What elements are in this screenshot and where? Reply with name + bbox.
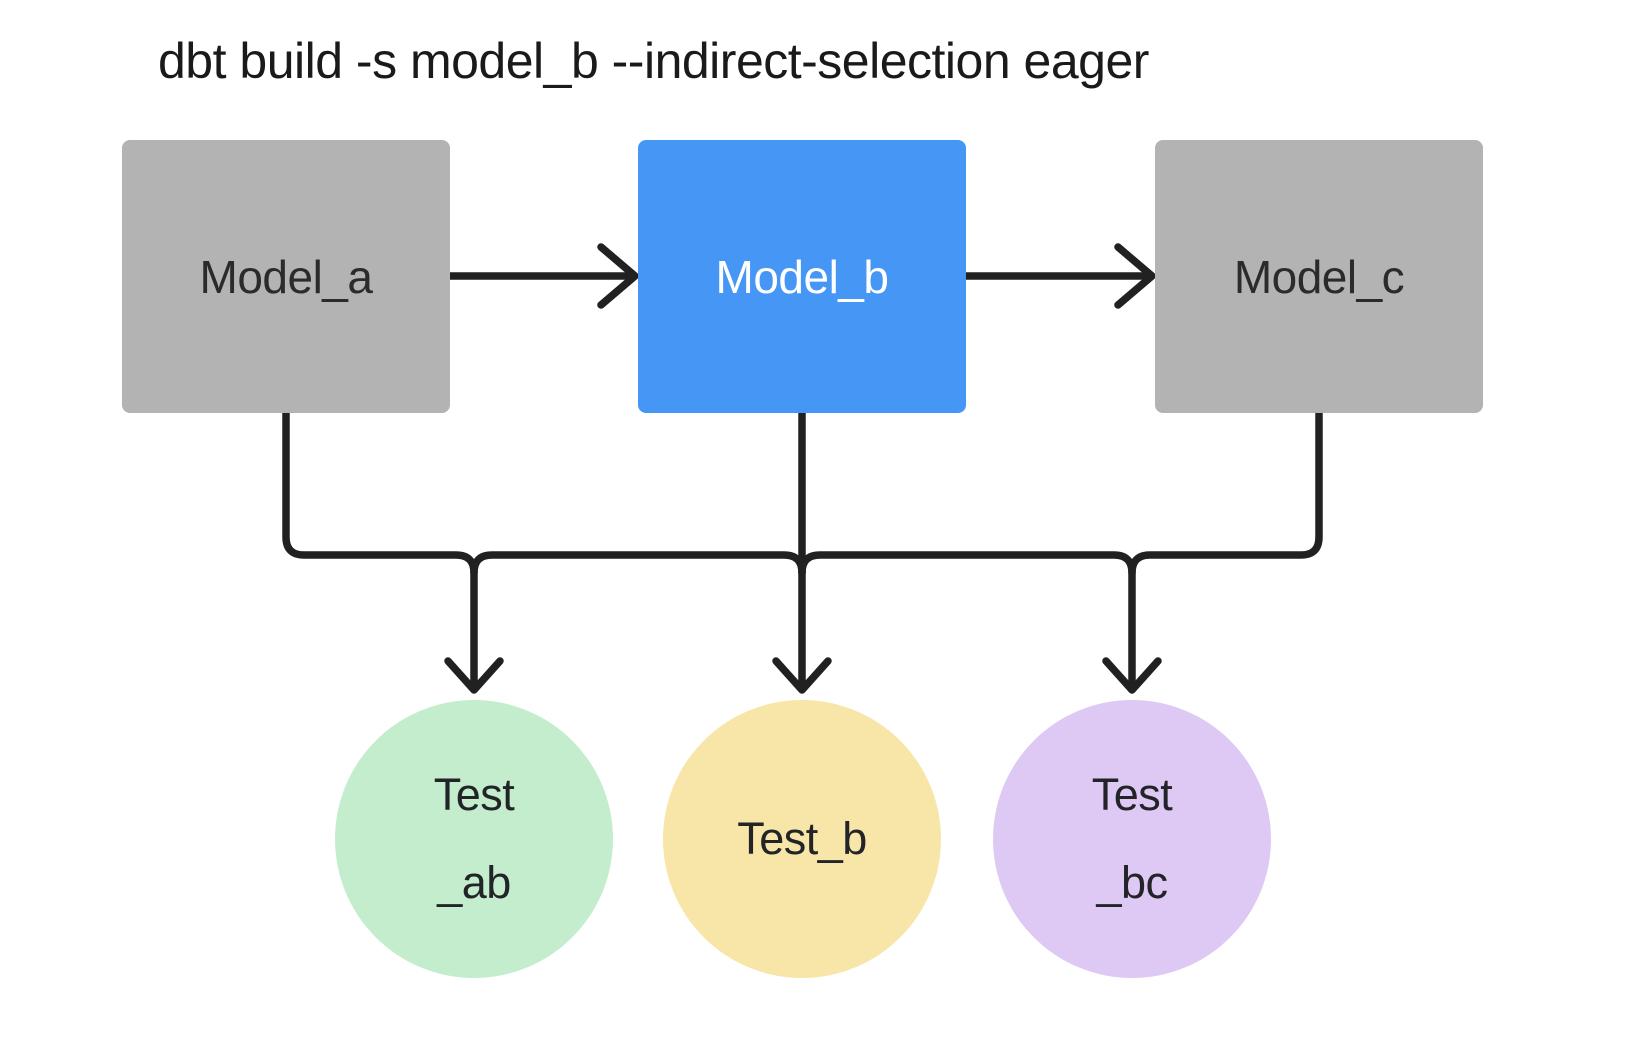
node-test-bc-label-line1: Test bbox=[1091, 769, 1173, 820]
node-model-b: Model_b bbox=[638, 140, 966, 413]
edge-model-c-test-bc bbox=[1128, 409, 1323, 690]
edge-model-b-test-bc bbox=[798, 551, 1136, 577]
arrowhead-test-bc-icon bbox=[1102, 657, 1162, 694]
node-model-b-label: Model_b bbox=[715, 250, 889, 303]
node-test-b-label: Test_b bbox=[737, 813, 867, 864]
arrowhead-model-c-icon bbox=[1114, 243, 1156, 309]
node-model-a: Model_a bbox=[122, 140, 450, 413]
node-test-bc-label-line2: _bc bbox=[1096, 857, 1168, 908]
node-model-c: Model_c bbox=[1155, 140, 1483, 413]
node-test-b: Test_b bbox=[663, 700, 941, 978]
node-model-a-label: Model_a bbox=[199, 250, 373, 303]
edge-model-b-test-ab bbox=[470, 551, 806, 577]
node-test-ab-label-line1: Test bbox=[433, 769, 515, 820]
arrowhead-test-ab-icon bbox=[444, 657, 504, 694]
node-test-ab-label-line2: _ab bbox=[437, 857, 511, 908]
edge-model-a-test-ab bbox=[282, 409, 478, 690]
node-test-ab: Test _ab bbox=[335, 700, 613, 978]
node-model-c-label: Model_c bbox=[1233, 250, 1405, 303]
arrowhead-model-b-icon bbox=[597, 243, 639, 309]
arrowhead-test-b-icon bbox=[772, 657, 832, 694]
diagram-title: dbt build -s model_b --indirect-selectio… bbox=[158, 33, 1149, 89]
node-test-bc: Test _bc bbox=[993, 700, 1271, 978]
